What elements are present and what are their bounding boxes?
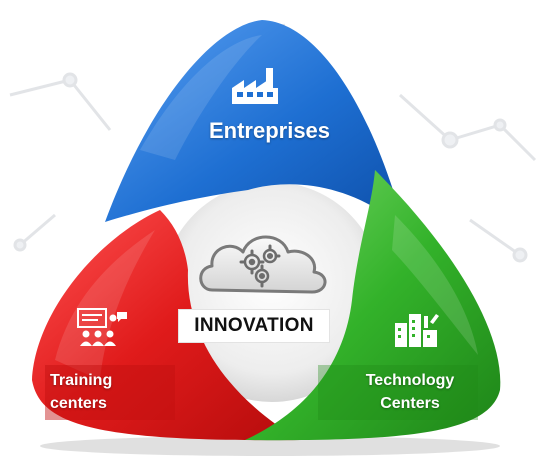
technology-label-shade bbox=[318, 365, 478, 420]
buildings-icon bbox=[395, 314, 439, 347]
technology-label-line-2: Centers bbox=[380, 395, 440, 412]
red-highlight bbox=[55, 230, 155, 380]
training-label-line-2: centers bbox=[50, 395, 107, 412]
technology-label-line-1: Technology bbox=[365, 372, 455, 389]
blue-segment bbox=[105, 20, 405, 230]
cloud-gears-icon bbox=[199, 235, 327, 294]
background-network bbox=[9, 23, 537, 263]
ground-shadow bbox=[40, 436, 500, 456]
innovation-label-box: INNOVATION bbox=[178, 309, 330, 343]
technology-centers-label: Technology Centers bbox=[350, 369, 470, 415]
training-label-shade bbox=[45, 365, 175, 420]
red-segment bbox=[32, 210, 300, 441]
entreprises-label: Entreprises bbox=[208, 118, 331, 143]
green-highlight bbox=[392, 215, 478, 355]
blue-highlight bbox=[140, 35, 262, 160]
factory-icon bbox=[232, 68, 278, 104]
training-label-line-1: Training bbox=[50, 372, 113, 389]
presentation-audience-icon bbox=[77, 308, 127, 346]
innovation-label: INNOVATION bbox=[194, 315, 314, 336]
green-segment bbox=[245, 170, 501, 441]
training-centers-label: Training centers bbox=[50, 369, 112, 415]
